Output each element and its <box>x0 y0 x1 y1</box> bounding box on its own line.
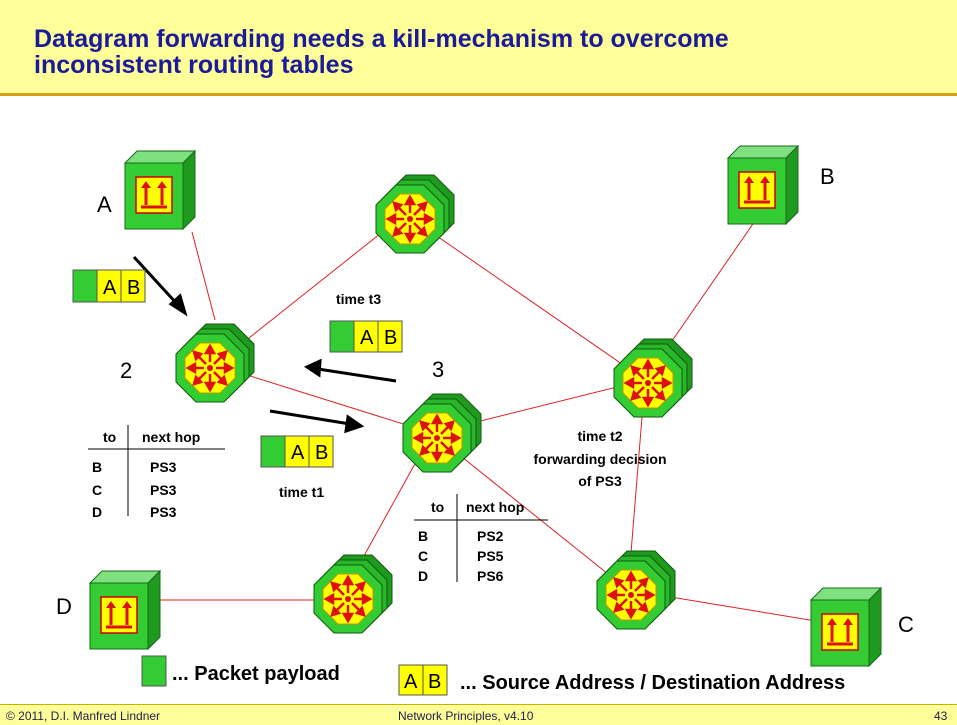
packet-a-dst: B <box>127 277 140 299</box>
arrow-r3-to-r2-head <box>303 358 322 378</box>
network-diagram: A B D C 2 3 A B A B A B time t3 time t1 … <box>56 144 914 696</box>
slide-header: Datagram forwarding needs a kill-mechani… <box>0 0 957 96</box>
link-r2-r3 <box>214 364 433 434</box>
table2-row2-hop: PS3 <box>150 504 177 520</box>
legend-dst-swatch <box>422 664 448 696</box>
packet-a-src: A <box>103 277 117 299</box>
table3-col-to: to <box>431 499 444 515</box>
table2-col-hop: next hop <box>142 429 200 445</box>
time-t2-line3: of PS3 <box>578 473 622 489</box>
legend-src: A <box>404 671 418 693</box>
legend-address-label: ... Source Address / Destination Address <box>460 672 845 694</box>
slide-title: Datagram forwarding needs a kill-mechani… <box>34 26 729 78</box>
table2-row1-hop: PS3 <box>150 482 177 498</box>
legend-payload-swatch <box>141 655 167 687</box>
slide-footer: © 2011, D.I. Manfred Lindner Network Pri… <box>0 704 957 725</box>
time-t2-line2: forwarding decision <box>533 451 666 467</box>
table3-row2-to: D <box>418 568 428 584</box>
table3-row1-to: C <box>418 548 428 564</box>
legend-payload-label: ... Packet payload <box>172 663 340 685</box>
host-a-icon <box>123 149 197 231</box>
arrow-a-to-r2-head <box>168 293 188 317</box>
host-b-label: B <box>820 164 835 189</box>
router-bottom-left-icon <box>312 553 394 635</box>
packet-flow-arrows <box>132 255 397 434</box>
title-line-2: inconsistent routing tables <box>34 51 354 79</box>
router-2-icon <box>174 322 256 404</box>
table2-row1-to: C <box>92 482 102 498</box>
router-2-label: 2 <box>120 358 132 383</box>
packet-t1: A B <box>260 435 334 468</box>
time-t2-line1: time t2 <box>577 428 622 444</box>
router-bottom-icon <box>595 549 677 631</box>
arrow-r2-to-r3 <box>269 409 351 426</box>
time-t3-label: time t3 <box>336 291 381 307</box>
legend: ... Packet payload A B ... Source Addres… <box>141 655 845 696</box>
table2-row0-hop: PS3 <box>150 459 177 475</box>
routing-table-3: to next hop B PS2 C PS5 D PS6 <box>414 494 548 584</box>
table3-row2-hop: PS6 <box>477 568 504 584</box>
footer-course: Network Principles, v4.10 <box>398 709 534 723</box>
router-3-label: 3 <box>432 357 444 382</box>
table2-row0-to: B <box>92 459 102 475</box>
routing-table-2: to next hop B PS3 C PS3 D PS3 <box>88 425 225 520</box>
packet-t1-src: A <box>291 442 305 464</box>
host-b-icon <box>726 144 800 226</box>
packet-t3-src: A <box>360 327 374 349</box>
packet-at-a: A B <box>72 269 146 303</box>
table3-col-hop: next hop <box>466 499 524 515</box>
arrow-r3-to-r2 <box>317 367 397 383</box>
page-number: 43 <box>934 709 948 723</box>
link-r3-rbottom <box>431 432 629 591</box>
arrow-a-to-r2 <box>132 255 180 307</box>
table3-row1-hop: PS5 <box>477 548 504 564</box>
host-d-label: D <box>56 594 72 619</box>
table3-row0-hop: PS2 <box>477 528 504 544</box>
host-a-label: A <box>97 192 112 217</box>
link-rtop-rright <box>404 213 646 381</box>
router-right-icon <box>612 337 694 419</box>
title-line-1: Datagram forwarding needs a kill-mechani… <box>34 25 729 53</box>
link-a-r2 <box>191 231 216 321</box>
table2-row2-to: D <box>92 504 102 520</box>
packet-t3: A B <box>329 320 403 353</box>
footer-copyright: © 2011, D.I. Manfred Lindner <box>6 709 161 723</box>
table3-row0-to: B <box>418 528 428 544</box>
table2-col-to: to <box>103 429 116 445</box>
router-3-icon <box>401 392 483 474</box>
host-d-icon <box>88 569 162 651</box>
arrow-r2-to-r3-head <box>344 414 365 434</box>
time-t1-label: time t1 <box>279 484 324 500</box>
router-top-icon <box>374 173 456 255</box>
legend-src-swatch <box>398 664 424 696</box>
host-c-label: C <box>898 612 914 637</box>
host-c-icon <box>809 586 883 668</box>
legend-dst: B <box>428 671 441 693</box>
packet-t3-dst: B <box>384 327 397 349</box>
packet-t1-dst: B <box>315 442 328 464</box>
